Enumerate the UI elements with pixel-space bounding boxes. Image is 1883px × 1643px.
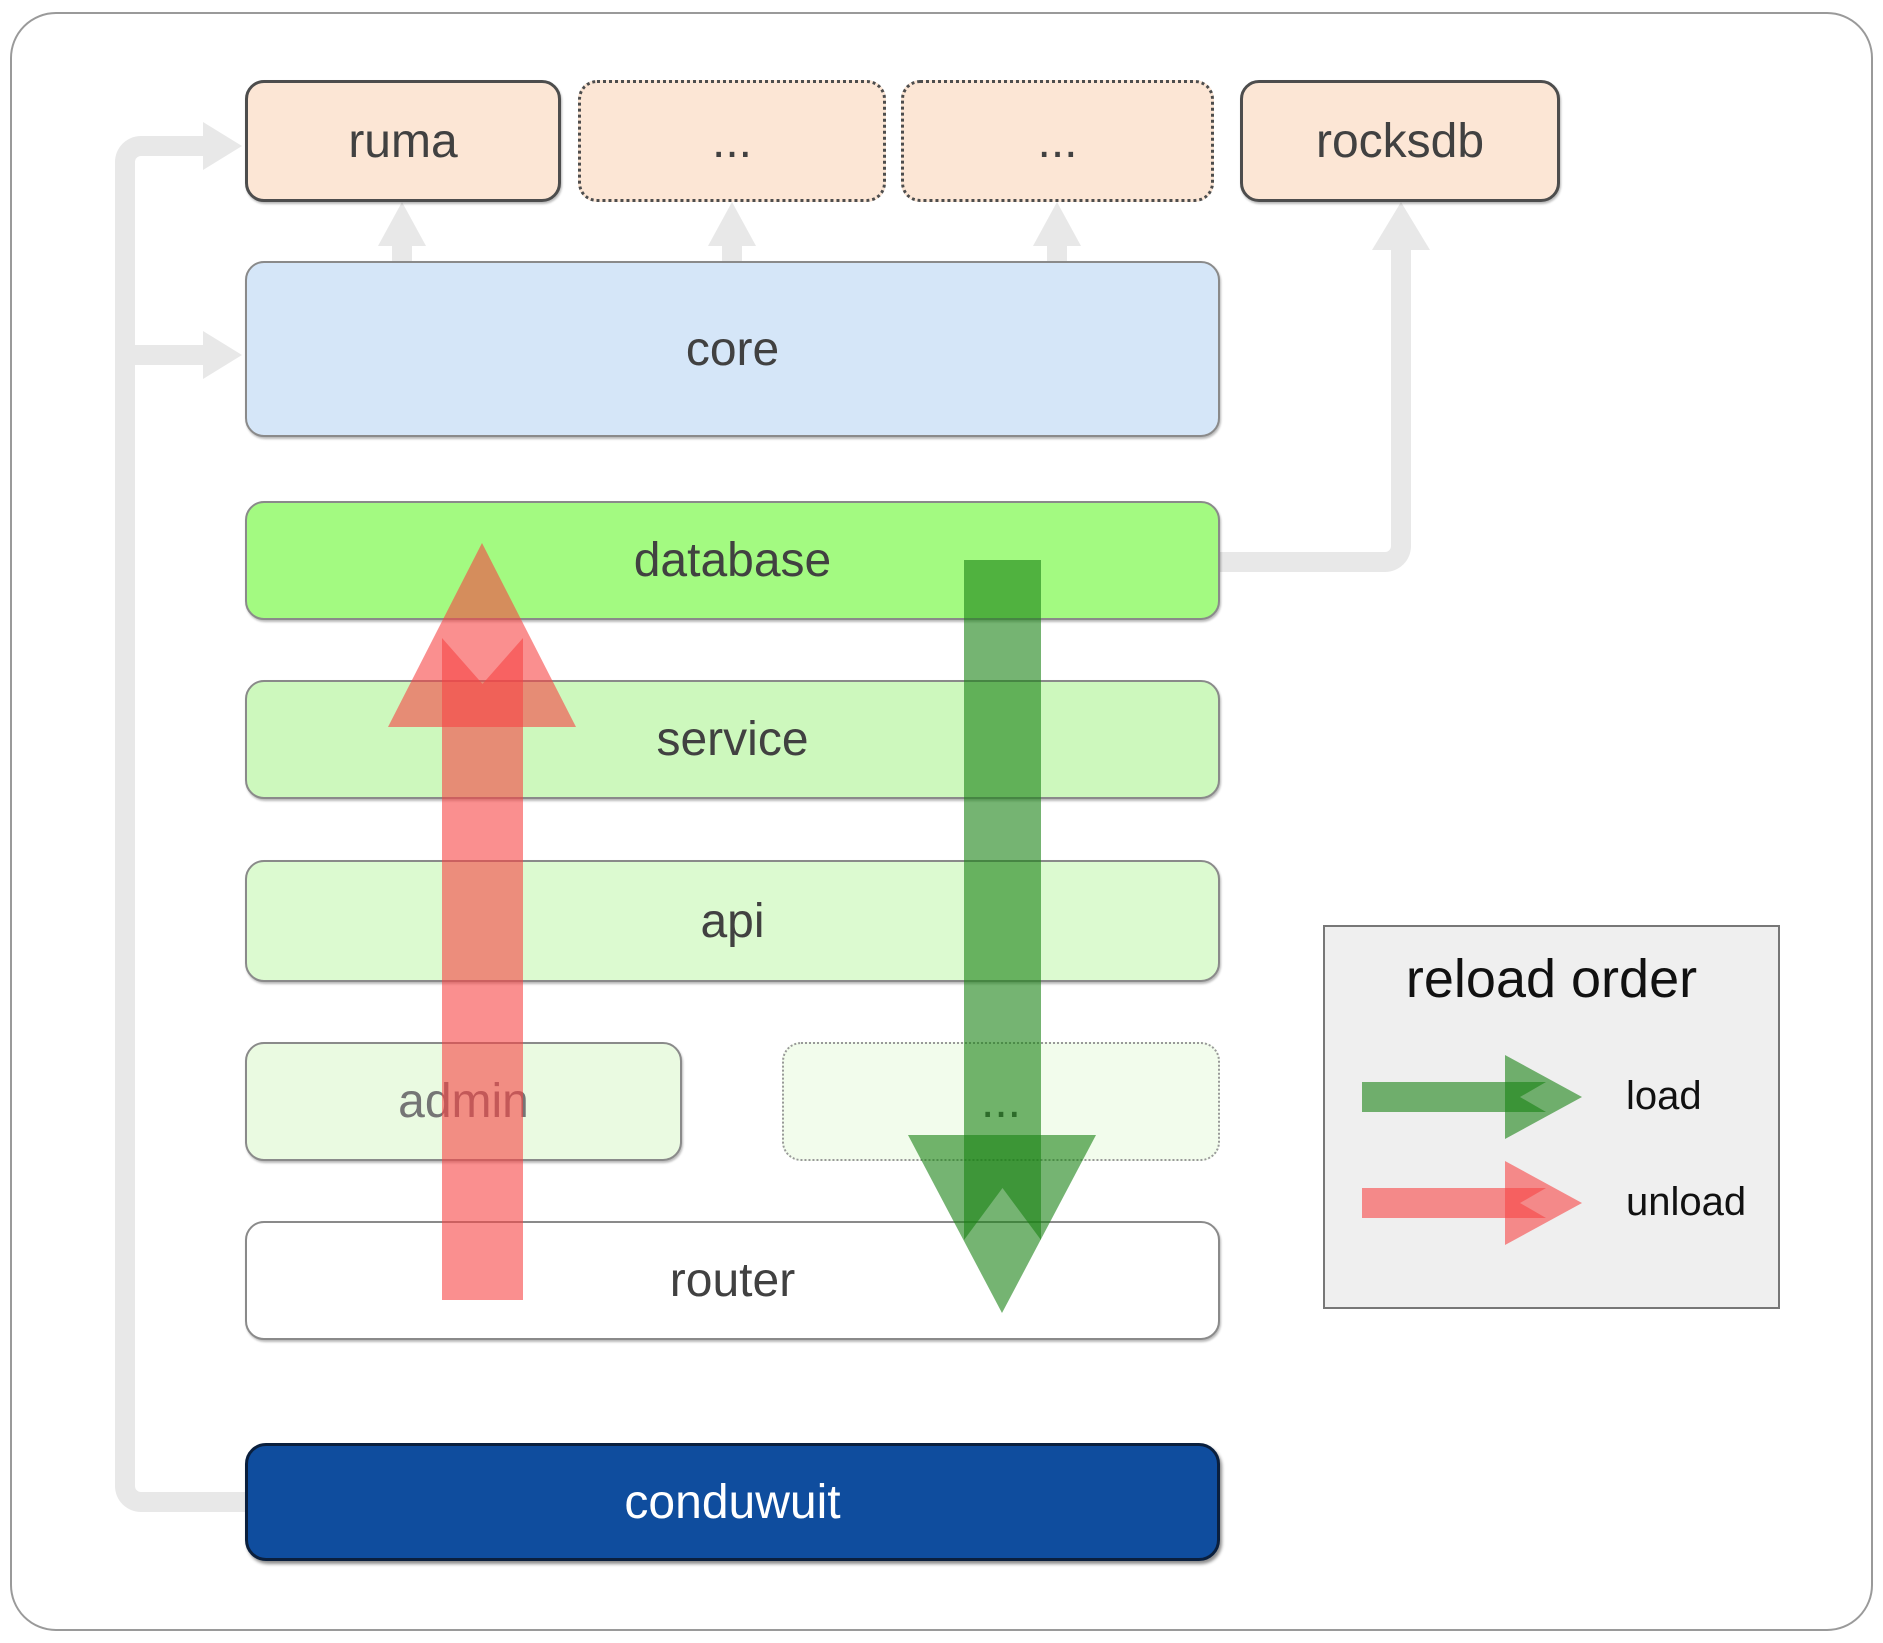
unload-arrow-shaft: [442, 638, 523, 1300]
node-external-1-label: ...: [711, 114, 752, 168]
arrow-core-to-ruma-shaft: [392, 246, 412, 262]
node-external-2: ...: [901, 80, 1214, 202]
legend-unload-label: unload: [1626, 1180, 1747, 1224]
load-arrow-shaft: [964, 560, 1041, 1240]
node-database-label: database: [633, 534, 832, 587]
node-router: router: [245, 1221, 1220, 1340]
node-ruma: ruma: [245, 80, 561, 202]
arrow-core-to-ruma-head-icon: [378, 202, 426, 246]
connector-from-conduwuit-segment: [159, 1492, 247, 1512]
node-external-1: ...: [578, 80, 886, 202]
connector-to-ruma-segment: [155, 136, 205, 156]
arrow-core-to-ext1-shaft: [722, 246, 742, 262]
node-service: service: [245, 680, 1220, 799]
node-router-label: router: [669, 1254, 796, 1307]
node-database: database: [245, 501, 1220, 620]
connector-to-ruma-arrowhead-icon: [203, 122, 242, 170]
node-rocksdb: rocksdb: [1240, 80, 1560, 202]
node-conduwuit-label: conduwuit: [624, 1475, 841, 1529]
node-ruma-label: ruma: [348, 114, 458, 168]
outer-frame: [10, 12, 1873, 1631]
node-api: api: [245, 860, 1220, 982]
connector-left-vertical: [115, 176, 135, 1470]
arrow-core-to-ext2-shaft: [1047, 246, 1067, 262]
node-api-label: api: [700, 894, 765, 948]
node-rocksdb-label: rocksdb: [1315, 114, 1485, 168]
node-external-2-label: ...: [1037, 114, 1078, 168]
node-service-label: service: [656, 713, 809, 766]
node-conduwuit: conduwuit: [245, 1443, 1220, 1561]
node-core: core: [245, 261, 1220, 437]
arrow-core-to-ext2-head-icon: [1033, 202, 1081, 246]
connector-to-rocksdb-arrowhead-icon: [1372, 202, 1430, 250]
legend-title: reload order: [1405, 949, 1698, 1009]
connector-left-bottom-corner: [115, 1466, 161, 1512]
connector-to-core-segment: [135, 345, 203, 365]
node-core-label: core: [685, 322, 780, 376]
connector-to-core-arrowhead-icon: [203, 331, 242, 379]
connector-database-horizontal: [1220, 552, 1377, 572]
legend-box: [1323, 925, 1780, 1309]
arrow-core-to-ext1-head-icon: [708, 202, 756, 246]
legend-load-label: load: [1626, 1074, 1702, 1118]
connector-database-vertical: [1391, 248, 1411, 532]
connector-database-corner: [1365, 526, 1411, 572]
connector-left-top-corner: [115, 136, 161, 182]
